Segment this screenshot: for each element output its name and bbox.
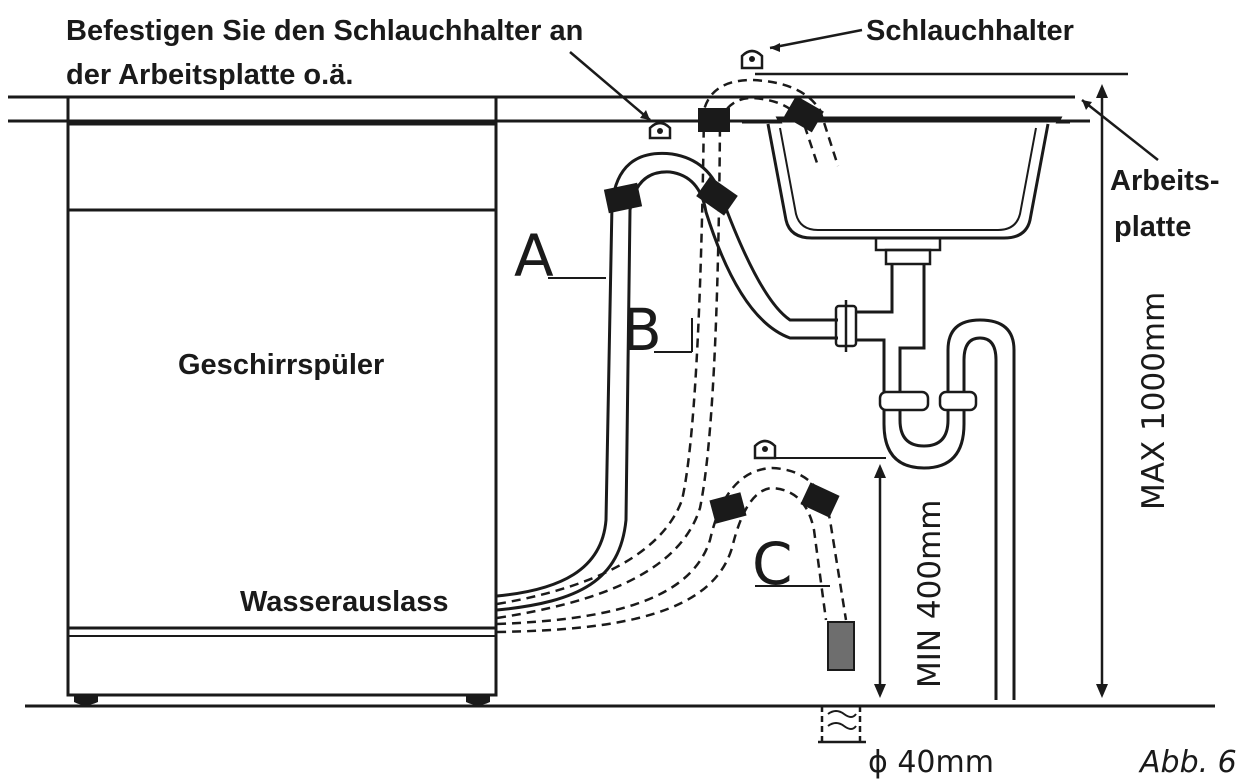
hose-holder-hook-icon: [740, 49, 764, 70]
drain-filter: [827, 621, 855, 671]
worktop-label-line-1: Arbeits-: [1110, 165, 1220, 197]
option-a-label: A: [514, 222, 554, 290]
standpipe-drain: [818, 621, 866, 744]
min-height-label: MIN 400mm: [912, 500, 948, 689]
instruction-text-line-1: Befestigen Sie den Schlauchhalter an: [66, 15, 583, 47]
hose-holder-hook-icon: [648, 121, 672, 140]
option-b-label: B: [622, 296, 662, 364]
min-height-dimension: [874, 464, 886, 698]
pipe-diameter-label: ϕ 40mm: [868, 745, 994, 780]
hose-clamp-icon: [603, 95, 840, 524]
dishwasher-foot-left: [74, 695, 98, 705]
dishwasher: [66, 95, 498, 705]
option-c-label: C: [752, 530, 793, 598]
instruction-text-line-2: der Arbeitsplatte o.ä.: [66, 59, 353, 91]
hose-a: [496, 151, 838, 612]
leader-lines: [548, 28, 1159, 587]
dishwasher-foot-right: [466, 695, 490, 705]
siphon-trap: [834, 264, 1016, 700]
sink: [742, 116, 1070, 266]
dishwasher-label: Geschirrspüler: [178, 349, 384, 381]
max-height-dimension: [1096, 84, 1108, 698]
figure-reference: Abb. 6: [1138, 745, 1237, 780]
hose-holder-label: Schlauchhalter: [866, 15, 1074, 47]
water-outlet-label: Wasserauslass: [240, 586, 449, 618]
hose-b: [496, 78, 840, 620]
max-height-label: MAX 1000mm: [1136, 292, 1172, 510]
hose-holder-hook-icon: [753, 439, 777, 460]
worktop-label-line-2: platte: [1114, 211, 1191, 243]
